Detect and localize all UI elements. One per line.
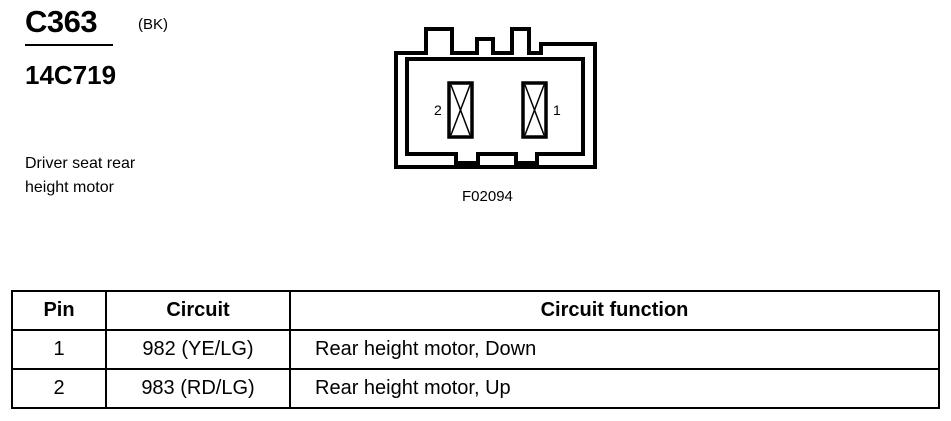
circuit-cell: 982 (YE/LG) xyxy=(105,329,291,370)
pin-cell: 2 xyxy=(11,368,107,409)
column-header-pin: Pin xyxy=(11,290,107,331)
connector-color-code: (BK) xyxy=(138,16,168,33)
connector-face-diagram: 2 1 xyxy=(394,27,597,169)
connector-id: C363 xyxy=(25,4,98,39)
circuit-function-cell: Rear height motor, Up xyxy=(289,368,940,409)
description-line: Driver seat rear xyxy=(25,155,136,172)
pin-table: Pin Circuit Circuit function 1 982 (YE/L… xyxy=(11,290,940,409)
part-number: 14C719 xyxy=(25,60,117,90)
connector-inner-cavity xyxy=(405,57,585,165)
column-header-circuit-function: Circuit function xyxy=(289,290,940,331)
description-line: height motor xyxy=(25,179,114,196)
terminal-cavity-pin-1 xyxy=(521,81,548,139)
connector-id-underline xyxy=(25,44,113,46)
table-row: 2 983 (RD/LG) Rear height motor, Up xyxy=(11,368,940,409)
connector-housing-outline xyxy=(394,27,597,169)
column-header-circuit: Circuit xyxy=(105,290,291,331)
pin-cell: 1 xyxy=(11,329,107,370)
table-header-row: Pin Circuit Circuit function xyxy=(11,290,940,331)
pin-label: 2 xyxy=(434,102,442,118)
connector-description: Driver seat rear height motor xyxy=(25,152,135,200)
figure-reference: F02094 xyxy=(462,188,513,205)
table-row: 1 982 (YE/LG) Rear height motor, Down xyxy=(11,329,940,370)
terminal-cavity-pin-2 xyxy=(447,81,474,139)
circuit-cell: 983 (RD/LG) xyxy=(105,368,291,409)
pin-label: 1 xyxy=(553,102,561,118)
circuit-function-cell: Rear height motor, Down xyxy=(289,329,940,370)
